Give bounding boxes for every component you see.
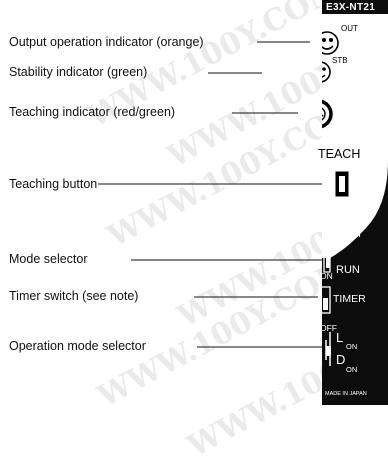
sensor-front-panel: E3X-NT21 OUT STB TEACH TEACH RUN ON TIME… <box>318 0 388 405</box>
callout-timer-switch: Timer switch (see note) <box>9 289 139 303</box>
callout-stability-indicator: Stability indicator (green) <box>9 65 148 79</box>
output-indicator <box>322 31 339 55</box>
panel-white-region <box>322 14 388 258</box>
d-on-label: ON <box>346 365 358 374</box>
l-on-label: ON <box>346 342 358 351</box>
timer-switch <box>322 286 331 314</box>
callout-output-indicator: Output operation indicator (orange) <box>9 35 204 49</box>
stability-indicator <box>322 61 331 83</box>
callout-operation-mode-selector: Operation mode selector <box>9 339 146 353</box>
made-in-label: MADE IN JAPAN <box>325 391 367 397</box>
model-number: E3X-NT21 <box>326 2 376 13</box>
teaching-indicator <box>322 99 333 129</box>
callout-mode-selector: Mode selector <box>9 252 88 266</box>
timer-on-label: ON <box>320 271 333 281</box>
run-label: RUN <box>336 264 360 276</box>
leader-lines <box>98 41 336 348</box>
teach-mode-label: TEACH <box>327 229 361 240</box>
out-label: OUT <box>341 24 358 33</box>
off-label: OFF <box>320 323 337 333</box>
stb-label: STB <box>332 56 348 65</box>
callout-teaching-button: Teaching button <box>9 177 98 191</box>
l-label: L <box>336 330 344 345</box>
callout-teaching-indicator: Teaching indicator (red/green) <box>9 105 176 119</box>
panel-graphics <box>322 14 388 366</box>
teach-window-label: TEACH <box>318 147 361 161</box>
device-diagram: WWW.100Y.COM.TW WWW.100Y.COM.TW WWW.100Y… <box>9 0 388 464</box>
timer-label: TIMER <box>333 293 366 305</box>
d-label: D <box>336 352 346 367</box>
